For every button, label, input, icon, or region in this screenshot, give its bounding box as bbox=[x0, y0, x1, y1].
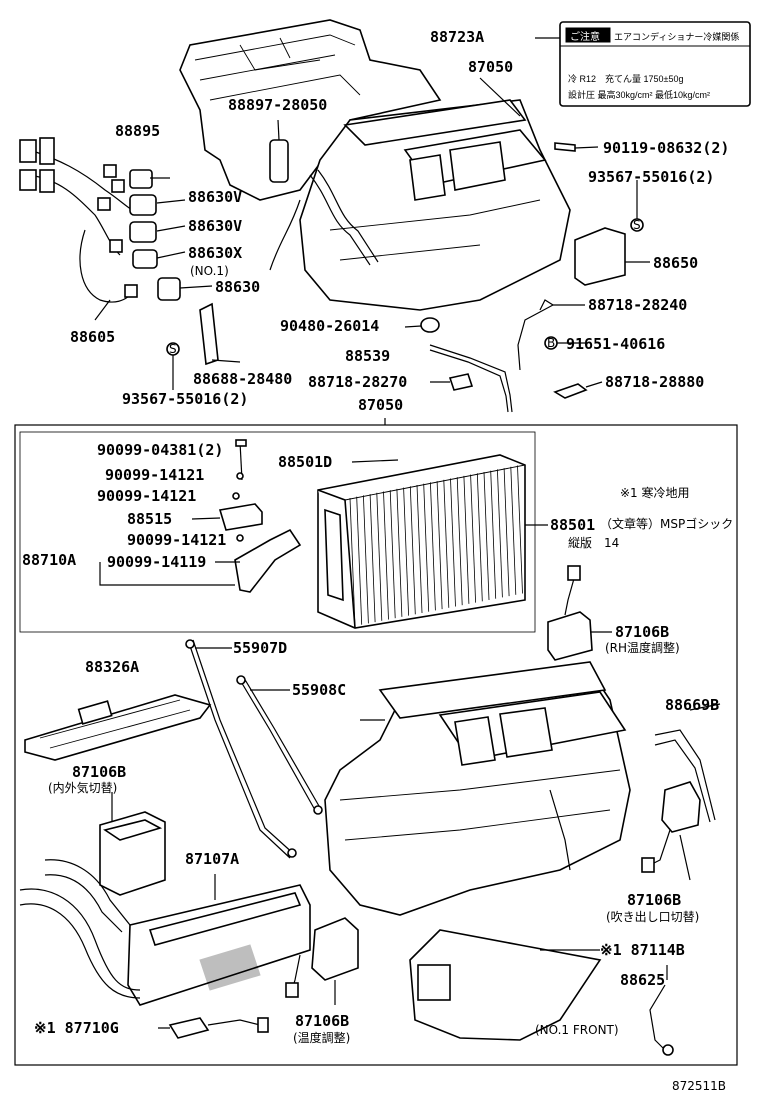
label-93567-55016-right: 93567-55016(2) bbox=[588, 168, 714, 186]
label-90099-14121-c: 90099-14121 bbox=[127, 531, 226, 549]
label-88501: 88501 bbox=[550, 516, 595, 534]
label-93567-55016-left: 93567-55016(2) bbox=[122, 390, 248, 408]
evaporator-fin bbox=[403, 487, 409, 616]
label-88501D: 88501D bbox=[278, 453, 332, 471]
label-90099-04381: 90099-04381(2) bbox=[97, 441, 223, 459]
label-87106B-outlet-sub: (吹き出し口切替) bbox=[606, 910, 699, 924]
evaporator-fin bbox=[409, 486, 416, 615]
label-88669B: 88669B bbox=[665, 696, 719, 714]
upper-case-assembly: ご注意 エアコンディショナー冷媒関係 冷 R12 充てん量 1750±50g 設… bbox=[19, 19, 751, 413]
lower-case-assembly bbox=[19, 565, 721, 1056]
label-87106B-inside-sub: (内外気切替) bbox=[48, 780, 117, 795]
label-87114B: ※1 87114B bbox=[600, 941, 685, 959]
evaporator-fin bbox=[376, 492, 383, 621]
evaporator-fin bbox=[456, 477, 463, 606]
evaporator-fin bbox=[510, 466, 517, 595]
figure-id: 872511B bbox=[672, 1079, 726, 1093]
note-cold-region: ※1 寒冷地用 bbox=[620, 485, 690, 500]
caution-row1: 冷 R12 充てん量 1750±50g bbox=[568, 73, 684, 84]
evaporator-fin bbox=[470, 474, 476, 603]
evaporator-fin bbox=[396, 488, 403, 617]
note-font: （文章等）MSPゴシック bbox=[600, 516, 733, 531]
part-number-labels: 88723A 87050 88897-28050 90119-08632(2) … bbox=[22, 28, 729, 1093]
label-88326A: 88326A bbox=[85, 658, 139, 676]
label-88605: 88605 bbox=[70, 328, 115, 346]
label-90099-14121-a: 90099-14121 bbox=[105, 466, 204, 484]
label-88650: 88650 bbox=[653, 254, 698, 272]
symbol-b: B bbox=[547, 336, 555, 350]
caution-title: ご注意 bbox=[570, 30, 600, 43]
evaporator-88501 bbox=[99, 439, 548, 629]
evaporator-fin bbox=[430, 482, 436, 611]
label-88630V-1: 88630V bbox=[188, 188, 242, 206]
label-88630V-2: 88630V bbox=[188, 217, 242, 235]
evaporator-fin bbox=[389, 490, 396, 619]
evaporator-fin bbox=[517, 465, 523, 594]
evaporator-fin bbox=[383, 491, 389, 620]
label-87050-mid: 87050 bbox=[358, 396, 403, 414]
evaporator-fin bbox=[349, 497, 356, 627]
label-90099-14119: 90099-14119 bbox=[107, 553, 206, 571]
label-88718-28880: 88718-28880 bbox=[605, 373, 704, 391]
note-font2: 縦版 14 bbox=[568, 536, 619, 550]
label-88723A: 88723A bbox=[430, 28, 484, 46]
label-90480-26014: 90480-26014 bbox=[280, 317, 379, 335]
evaporator-fin bbox=[503, 468, 510, 597]
evaporator-fin bbox=[476, 473, 483, 602]
evaporator-fin bbox=[416, 484, 423, 614]
label-90119-08632: 90119-08632(2) bbox=[603, 139, 729, 157]
label-88688-28480: 88688-28480 bbox=[193, 370, 292, 388]
assembly-frame bbox=[14, 418, 738, 1066]
caution-subtitle: エアコンディショナー冷媒関係 bbox=[614, 31, 739, 42]
label-88710A: 88710A bbox=[22, 551, 76, 569]
label-87106B-outlet: 87106B bbox=[627, 891, 681, 909]
evaporator-fin bbox=[369, 494, 376, 623]
label-88718-28270: 88718-28270 bbox=[308, 373, 407, 391]
evaporator-fin bbox=[483, 471, 490, 601]
evaporator-fin bbox=[443, 479, 450, 608]
evaporator-fin bbox=[463, 475, 470, 604]
evaporator-fin bbox=[497, 469, 503, 598]
label-88539: 88539 bbox=[345, 347, 390, 365]
symbol-s-right: S bbox=[633, 218, 641, 232]
label-87106B-rh: 87106B bbox=[615, 623, 669, 641]
label-55908C: 55908C bbox=[292, 681, 346, 699]
evaporator-fin bbox=[436, 481, 443, 610]
label-88625-sub: (NO.1 FRONT) bbox=[535, 1023, 619, 1037]
evaporator-fin bbox=[450, 478, 456, 607]
symbol-s-left: S bbox=[169, 342, 177, 356]
label-87106B-rh-sub: (RH温度調整) bbox=[605, 640, 680, 655]
label-88515: 88515 bbox=[127, 510, 172, 528]
evaporator-fin bbox=[363, 495, 369, 624]
label-87106B-temp-sub: (温度調整) bbox=[293, 1030, 350, 1045]
caution-sticker: ご注意 エアコンディショナー冷媒関係 冷 R12 充てん量 1750±50g 設… bbox=[559, 21, 751, 107]
evaporator-fin bbox=[490, 470, 497, 599]
label-87106B-temp: 87106B bbox=[295, 1012, 349, 1030]
label-no1: (NO.1) bbox=[190, 264, 229, 278]
label-88897-28050: 88897-28050 bbox=[228, 96, 327, 114]
label-90099-14121-b: 90099-14121 bbox=[97, 487, 196, 505]
label-88895: 88895 bbox=[115, 122, 160, 140]
label-87050-top: 87050 bbox=[468, 58, 513, 76]
label-88625: 88625 bbox=[620, 971, 665, 989]
evaporator-fin bbox=[356, 496, 363, 625]
caution-row2: 設計圧 最高30kg/cm² 最低10kg/cm² bbox=[568, 89, 710, 100]
label-88630: 88630 bbox=[215, 278, 260, 296]
evaporator-fin bbox=[423, 483, 430, 612]
label-87106B-inside: 87106B bbox=[72, 763, 126, 781]
label-88718-28240: 88718-28240 bbox=[588, 296, 687, 314]
label-87710G: ※1 87710G bbox=[34, 1019, 119, 1037]
label-55907D: 55907D bbox=[233, 639, 287, 657]
label-91651-40616: 91651-40616 bbox=[566, 335, 665, 353]
label-88630X: 88630X bbox=[188, 244, 242, 262]
label-87107A: 87107A bbox=[185, 850, 239, 868]
